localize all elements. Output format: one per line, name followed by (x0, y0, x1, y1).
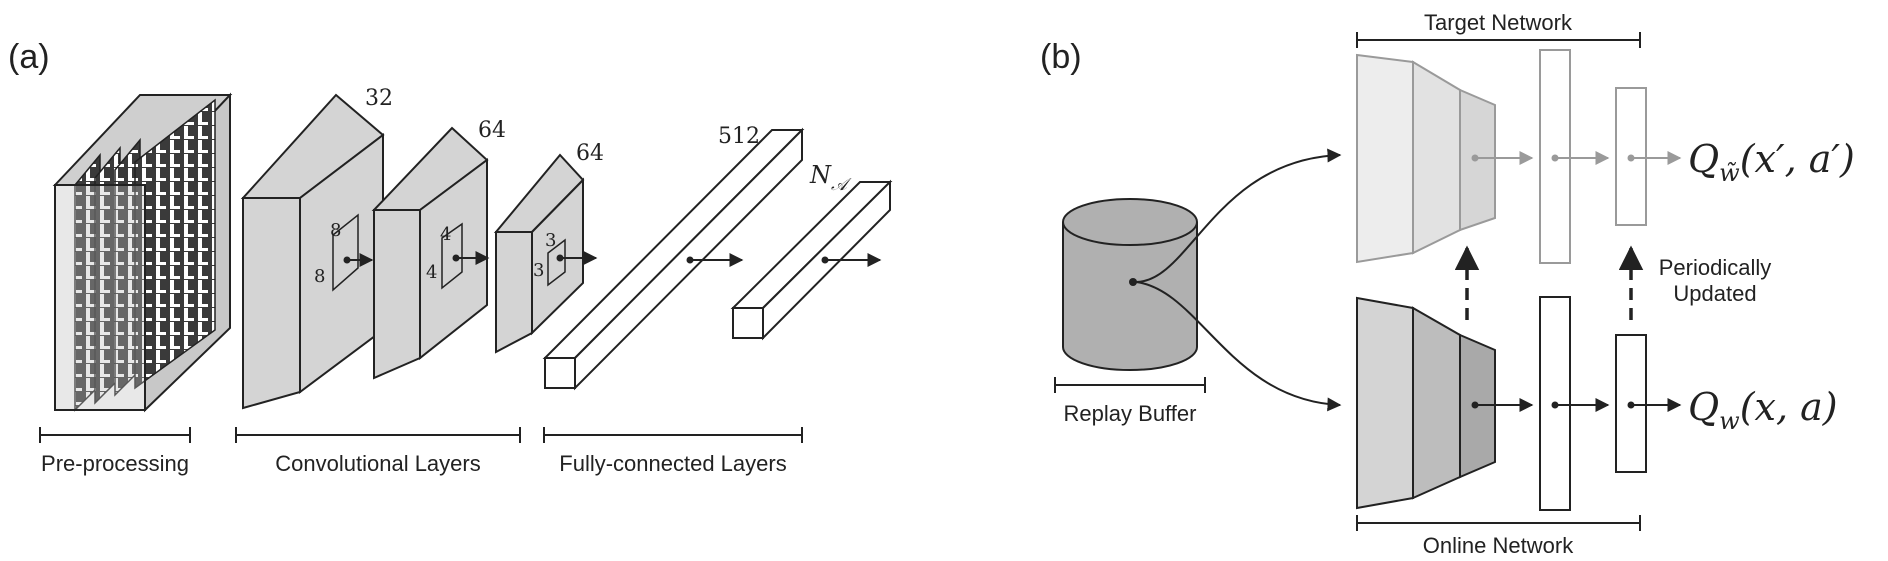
replay-bracket (1054, 377, 1206, 393)
conv1-kernel-top: 8 (330, 220, 341, 241)
conv3-kernel-top: 3 (545, 230, 556, 251)
preprocessing-stack (52, 92, 233, 413)
sample-to-online-arrow (1135, 281, 1342, 412)
panel-b-label: (b) (1040, 38, 1082, 76)
fc-layer-2 (730, 179, 893, 341)
conv1-channels: 32 (365, 86, 393, 111)
conv-layer-3 (493, 153, 598, 354)
fc-layer-1 (542, 127, 805, 391)
online-network (1356, 296, 1682, 511)
game-frames (74, 98, 216, 412)
fc-bracket (543, 427, 803, 443)
fc-label: Fully-connected Layers (559, 451, 786, 476)
conv2-kernel-top: 4 (440, 224, 451, 245)
online-bracket (1356, 515, 1641, 531)
conv-layer-1 (240, 93, 385, 410)
target-network (1356, 49, 1682, 264)
replay-buffer-cylinder (1062, 198, 1198, 371)
conv2-kernel-left: 4 (426, 262, 437, 283)
conv3-channels: 64 (576, 141, 604, 166)
conv-label: Convolutional Layers (275, 451, 480, 476)
online-network-label: Online Network (1423, 533, 1574, 558)
conv-bracket (235, 427, 521, 443)
conv3-kernel-left: 3 (533, 260, 544, 281)
fc2-units: N𝒜 (809, 161, 852, 195)
preprocessing-bracket (39, 427, 191, 443)
sample-to-target-arrow (1135, 148, 1342, 283)
conv-layer-2 (371, 126, 490, 380)
target-bracket (1356, 32, 1641, 48)
online-q-output: Qw(x, a) (1688, 385, 1838, 435)
preprocessing-label: Pre-processing (41, 451, 189, 476)
conv2-channels: 64 (478, 118, 506, 143)
panel-a-label: (a) (8, 38, 50, 76)
conv1-kernel-left: 8 (314, 266, 325, 287)
target-network-label: Target Network (1424, 10, 1573, 35)
target-q-output: Qw̃(x′, a′) (1688, 137, 1855, 187)
replay-buffer-label: Replay Buffer (1064, 401, 1197, 426)
update-note-line2: Updated (1673, 281, 1756, 306)
fc1-units: 512 (718, 124, 760, 149)
update-note-line1: Periodically (1659, 255, 1772, 280)
